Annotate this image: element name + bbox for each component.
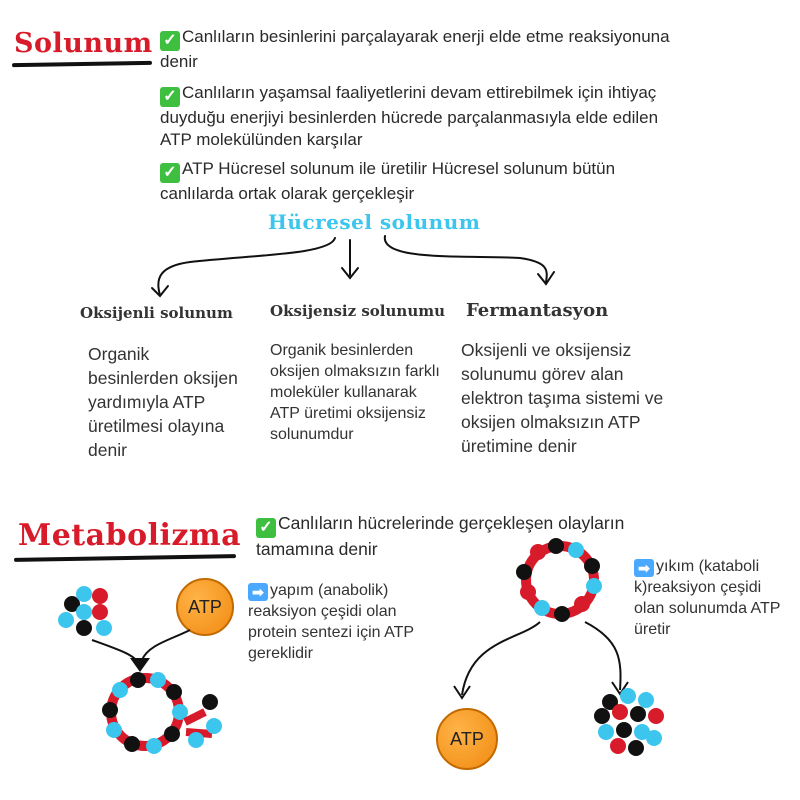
metabolizma-heading: Metabolizma	[18, 518, 242, 553]
type-title-oksijensiz: Oksijensiz solunumu	[270, 302, 446, 320]
check-mark-icon: ✓	[160, 87, 180, 107]
atp-molecule-top: ATP	[176, 578, 234, 636]
anabolic-label: yapım (anabolik) reaksiyon çeşidi olan p…	[248, 582, 414, 662]
bullet-text: ATP Hücresel solunum ile üretilir Hücres…	[160, 159, 616, 203]
hucresel-title: Hücresel solunum	[268, 210, 481, 234]
atp-molecule-bottom: ATP	[436, 708, 498, 770]
anabolic-text: ➡yapım (anabolik) reaksiyon çeşidi olan …	[248, 580, 448, 664]
check-mark-icon: ✓	[160, 31, 180, 51]
arrow-right	[383, 235, 548, 283]
type-text-oksijenli: Organik besinlerden oksijen yardımıyla A…	[88, 344, 238, 460]
type-title-fermantasyon: Fermantasyon	[466, 300, 609, 321]
check-mark-icon: ✓	[256, 518, 276, 538]
arrow-left	[157, 237, 336, 296]
type-text-fermantasyon: Oksijenli ve oksijensiz solunumu görev a…	[461, 340, 664, 456]
right-arrow-icon: ➡	[248, 583, 268, 601]
protein-ring-left	[102, 672, 188, 754]
arrowhead-middle	[341, 267, 359, 280]
arrowhead-left	[151, 285, 169, 298]
small-molecules-cluster	[594, 688, 664, 756]
bullet-text: Canlıların yaşamsal faaliyetlerini devam…	[160, 83, 659, 149]
solunum-bullet-1: ✓Canlıların besinlerini parçalayarak ene…	[160, 26, 680, 73]
right-arrow-icon: ➡	[634, 559, 654, 577]
atp-label: ATP	[450, 728, 484, 749]
bullet-text: Canlıların besinlerini parçalayarak ener…	[160, 27, 670, 71]
solunum-bullet-2: ✓Canlıların yaşamsal faaliyetlerini deva…	[160, 82, 690, 151]
arrowhead-right	[537, 271, 555, 286]
solunum-heading: Solunum	[14, 28, 153, 59]
catabolic-text: ➡yıkım (kataboli k)reaksiyon çeşidi olan…	[634, 556, 784, 640]
arrowhead-down	[130, 658, 150, 672]
metabolizma-definition: ✓Canlıların hücrelerinde gerçekleşen ola…	[256, 512, 696, 561]
definition-text: Canlıların hücrelerinde gerçekleşen olay…	[256, 513, 625, 559]
atp-label: ATP	[188, 596, 222, 617]
check-mark-icon: ✓	[160, 163, 180, 183]
solunum-bullet-3: ✓ATP Hücresel solunum ile üretilir Hücre…	[160, 158, 680, 205]
type-text-oksijensiz: Organik besinlerden oksijen olmaksızın f…	[270, 342, 440, 443]
amino-acid-cluster-left	[58, 586, 112, 636]
type-title-oksijenli: Oksijenli solunum	[80, 304, 233, 322]
protein-ring-right	[516, 538, 602, 622]
catabolic-label: yıkım (kataboli k)reaksiyon çeşidi olan …	[634, 558, 781, 638]
